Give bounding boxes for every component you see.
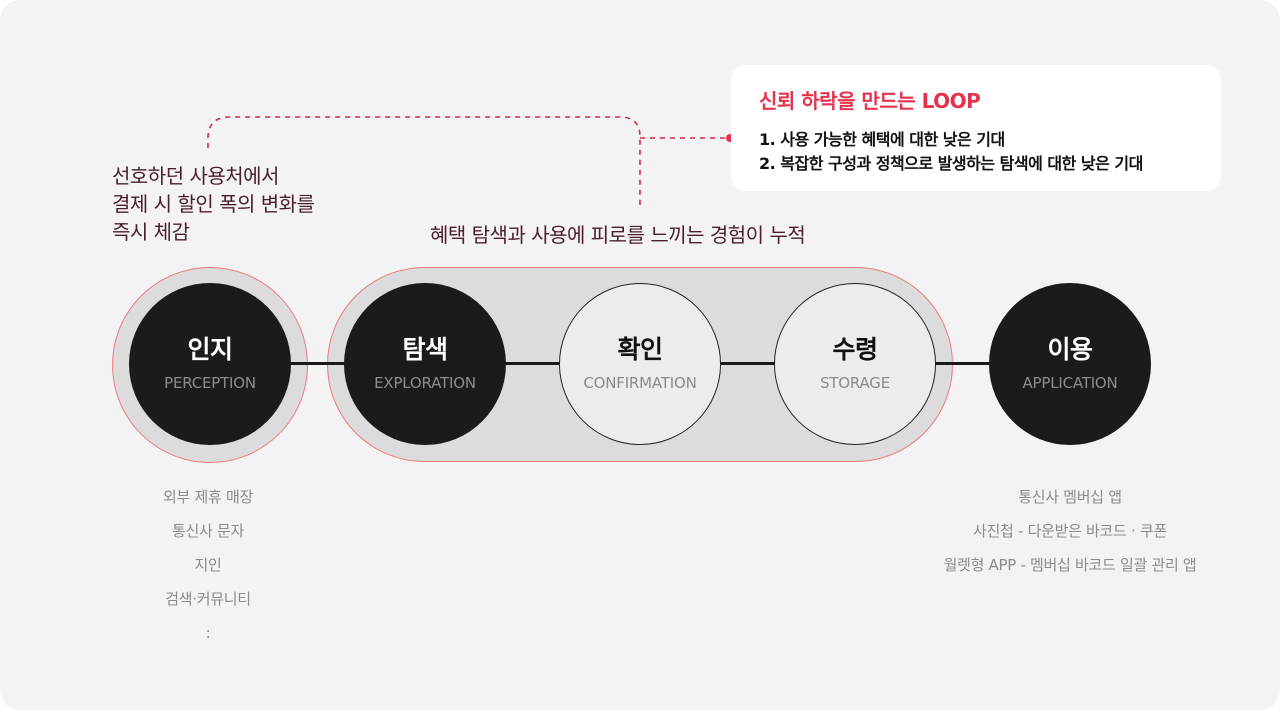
list-item: 외부 제휴 매장 [163,488,253,506]
stage-application: 이용 APPLICATION [989,283,1151,445]
stage-storage: 수령 STORAGE [774,283,936,445]
list-item: : [205,624,211,642]
stage-ko-label: 탐색 [402,335,448,364]
stage-perception: 인지 PERCEPTION [129,283,291,445]
loop-title: 신뢰 하락을 만드는 LOOP [759,89,981,113]
application-channels-list: 통신사 멤버십 앱 사진첩 - 다운받은 바코드 · 쿠폰 월렛형 APP - … [900,480,1240,582]
list-item: 통신사 멤버십 앱 [1018,488,1122,506]
stage-en-label: PERCEPTION [164,374,256,392]
stage-exploration: 탐색 EXPLORATION [344,283,506,445]
perception-note-line: 즉시 체감 [112,220,190,244]
stage-confirmation: 확인 CONFIRMATION [559,283,721,445]
stage-en-label: APPLICATION [1022,374,1118,392]
stage-ko-label: 이용 [1047,335,1093,364]
loop-note: 혜택 탐색과 사용에 피로를 느끼는 경험이 누적 [430,223,806,247]
perception-note-line: 선호하던 사용처에서 [112,164,279,188]
loop-item-1: 1. 사용 가능한 혜택에 대한 낮은 기대 [759,130,1005,149]
perception-sources-list: 외부 제휴 매장 통신사 문자 지인 검색·커뮤니티 : [108,480,308,650]
list-item: 사진첩 - 다운받은 바코드 · 쿠폰 [973,522,1167,540]
list-item: 검색·커뮤니티 [165,590,251,608]
loop-callout-card: 신뢰 하락을 만드는 LOOP 1. 사용 가능한 혜택에 대한 낮은 기대 2… [731,65,1221,191]
stage-en-label: CONFIRMATION [583,374,697,392]
stage-en-label: STORAGE [819,374,890,392]
list-item: 월렛형 APP - 멤버십 바코드 일괄 관리 앱 [943,556,1197,574]
loop-item-2: 2. 복잡한 구성과 정책으로 발생하는 탐색에 대한 낮은 기대 [759,154,1143,173]
list-item: 지인 [194,556,222,574]
perception-note: 선호하던 사용처에서 결제 시 할인 폭의 변화를 즉시 체감 [112,162,315,246]
list-item: 통신사 문자 [172,522,244,540]
stage-ko-label: 수령 [832,335,878,364]
stage-en-label: EXPLORATION [374,374,476,392]
perception-note-line: 결제 시 할인 폭의 변화를 [112,192,315,216]
stage-ko-label: 확인 [617,335,663,364]
stage-ko-label: 인지 [187,335,233,364]
